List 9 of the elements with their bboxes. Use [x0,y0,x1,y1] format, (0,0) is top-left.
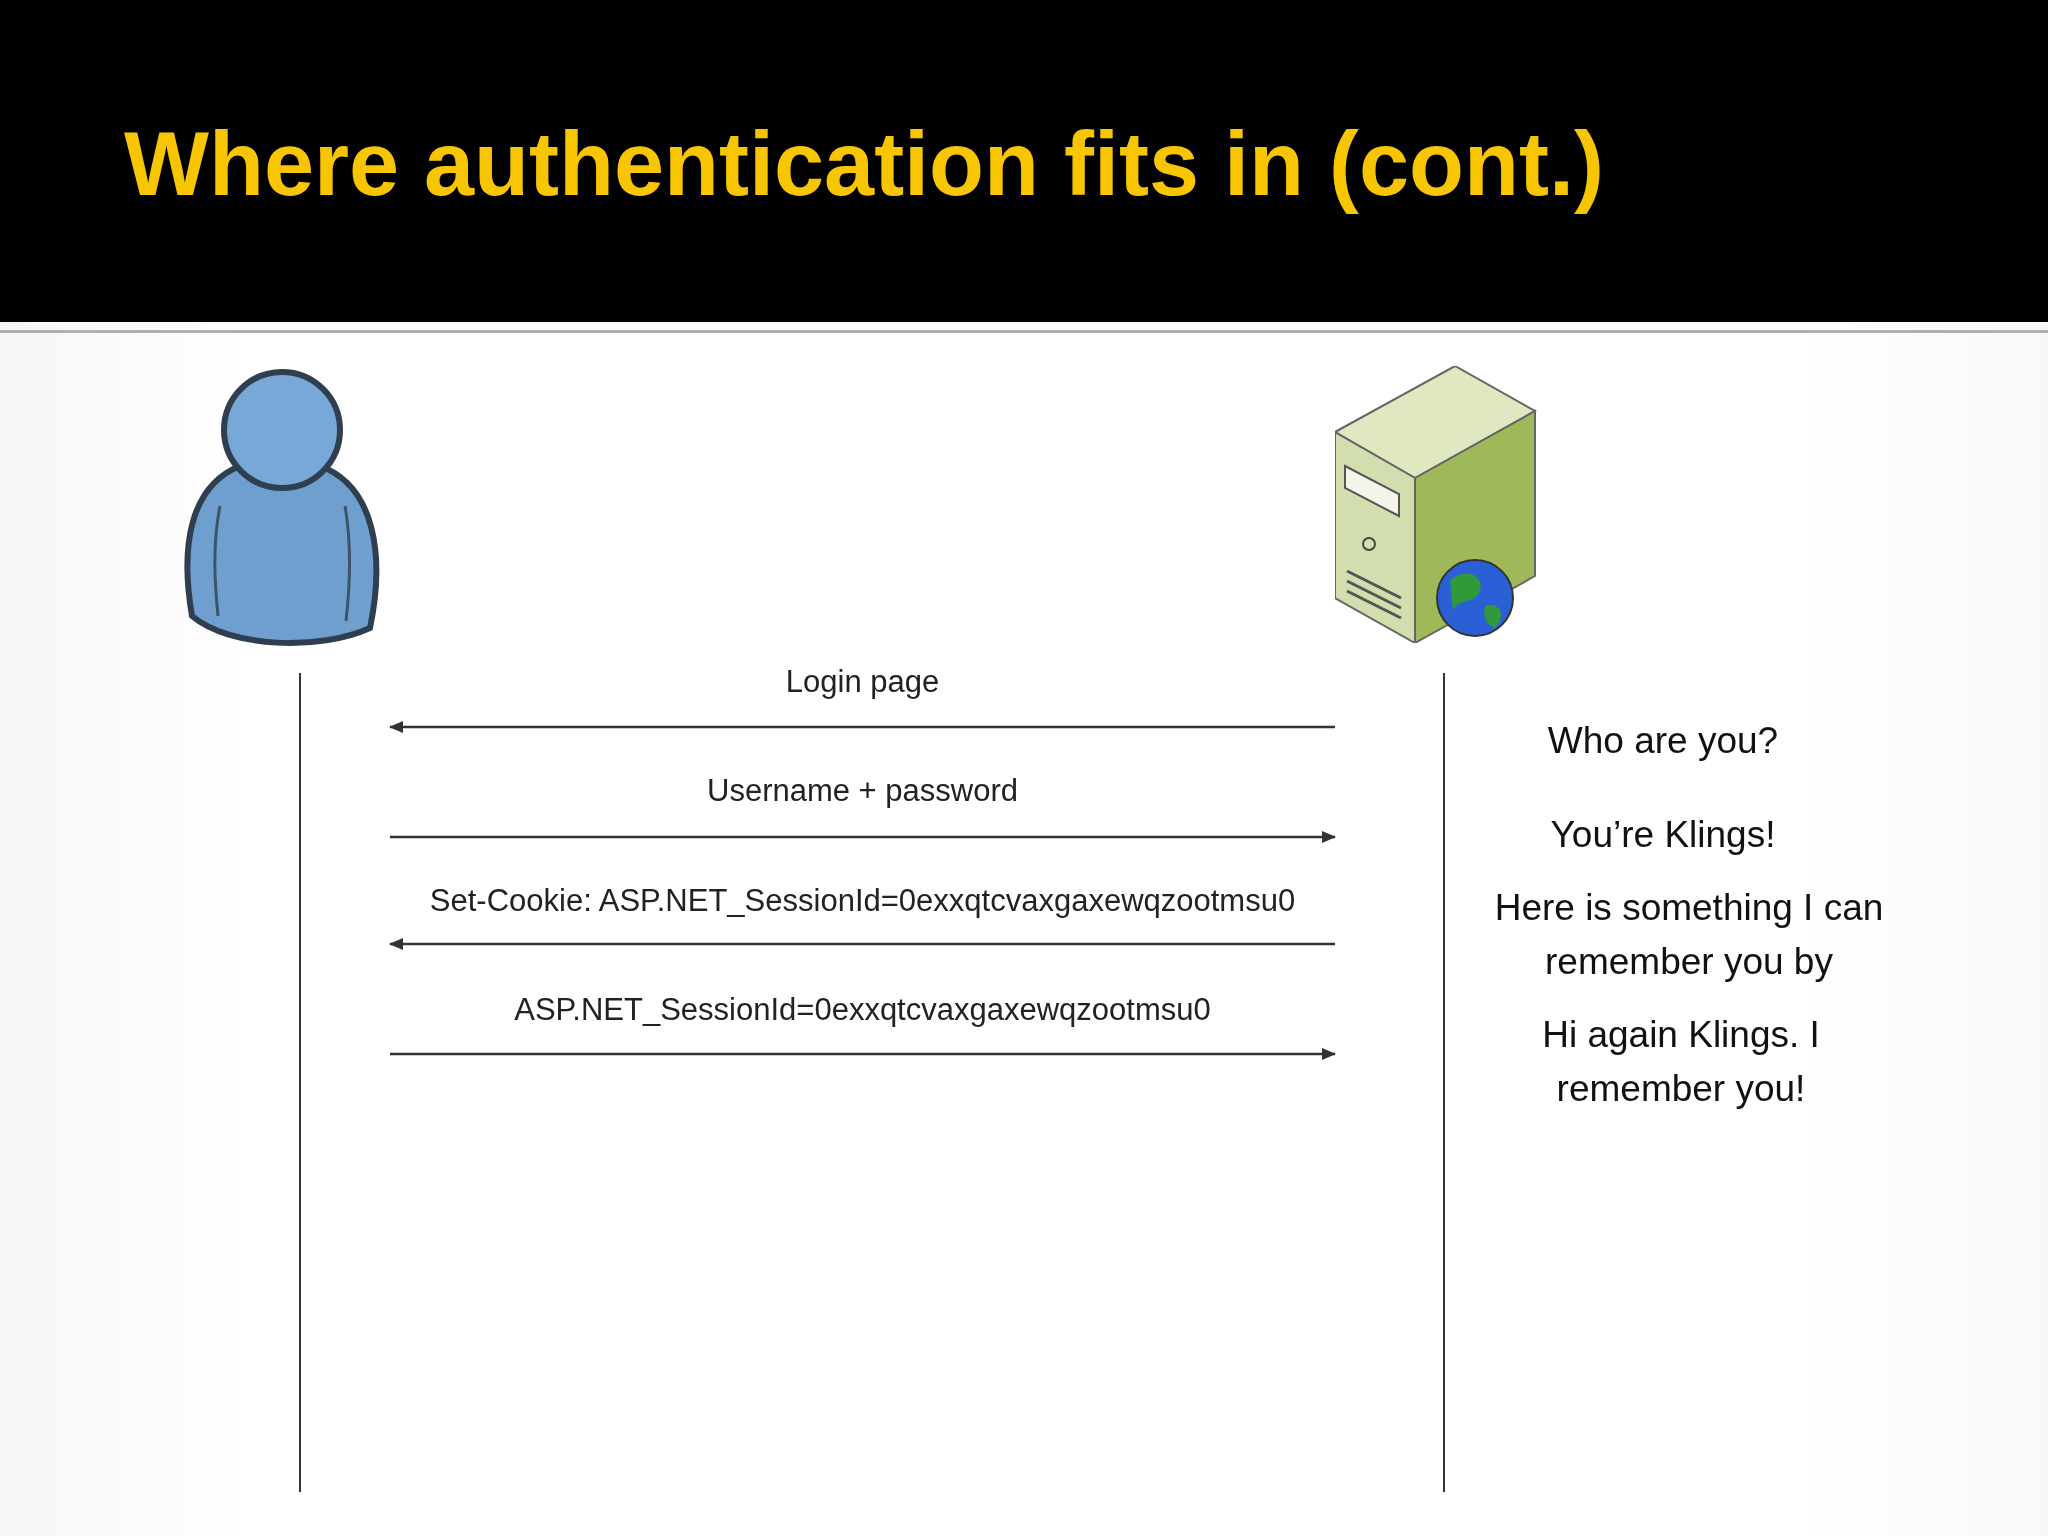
arrow [389,938,1335,950]
slide-title: Where authentication fits in (cont.) [124,113,1604,216]
note-text: Here is something I can remember you by [1493,886,1885,984]
arrow [390,1048,1336,1060]
note-text: You’re Klings! [1549,813,1777,857]
arrow [389,721,1335,733]
note-text: Who are you? [1546,719,1780,763]
arrow [390,831,1336,843]
note-text: Hi again Klings. I remember you! [1541,1013,1821,1111]
